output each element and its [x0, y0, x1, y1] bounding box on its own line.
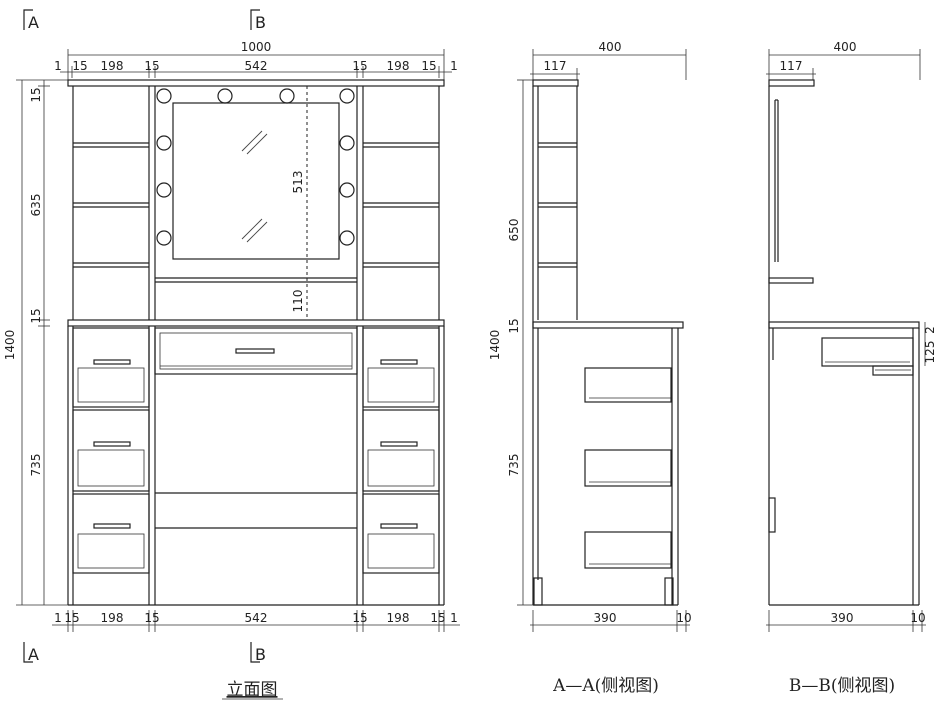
- section-marker-a-top-label: A: [28, 13, 39, 32]
- left-drawers: [72, 327, 150, 574]
- section-b-view: 400 117 2 125 390 10 B—B(侧视图): [766, 40, 937, 696]
- section-b-base-offset-label: 10: [910, 611, 925, 625]
- front-top-seg-6: 15: [352, 59, 367, 73]
- section-marker-a-top: A: [23, 9, 39, 32]
- right-drawers: [362, 327, 440, 574]
- section-b-drawer-gap-label: 2: [923, 326, 937, 334]
- front-view: 1000 1 15 198 15 542 15 198 15 1 1400: [3, 40, 460, 700]
- front-top-seg-3: 198: [101, 59, 124, 73]
- front-bottom-seg-3: 198: [101, 611, 124, 625]
- section-b-drawer-height-label: 125: [923, 341, 937, 364]
- section-marker-b-top: B: [250, 9, 266, 32]
- mirror: [172, 102, 340, 260]
- front-height-seg-2: 635: [29, 194, 43, 217]
- front-bottom-seg-1: 1: [54, 611, 62, 625]
- front-bottom-seg-4: 15: [144, 611, 159, 625]
- front-top-seg-5: 542: [245, 59, 268, 73]
- section-b-depth-label: 400: [834, 40, 857, 54]
- front-top-seg-8: 15: [421, 59, 436, 73]
- front-top-seg-1: 1: [54, 59, 62, 73]
- section-a-base-offset-label: 10: [676, 611, 691, 625]
- section-marker-a-bottom-label: A: [28, 645, 39, 664]
- center-drawer-handle: [235, 348, 275, 354]
- front-view-caption: 立面图: [227, 680, 278, 700]
- front-overall-width-dimension: 1000: [67, 40, 445, 82]
- vanity-front: 513 110: [67, 79, 445, 606]
- front-bottom-seg-6: 15: [352, 611, 367, 625]
- section-a-top-thickness-label: 15: [507, 318, 521, 333]
- front-height-dimensions: 1400 15 635 15 735: [3, 79, 68, 606]
- section-b-hutch-depth-label: 117: [780, 59, 803, 73]
- mirror-glare-icon: [241, 130, 268, 243]
- section-a-upper-height-label: 650: [507, 219, 521, 242]
- front-top-seg-2: 15: [72, 59, 87, 73]
- front-top-segment-dimensions: 1 15 198 15 542 15 198 15 1: [54, 59, 458, 78]
- section-b-caption: B—B(侧视图): [789, 676, 895, 696]
- front-overall-height-label: 1400: [3, 330, 17, 361]
- front-top-seg-9: 1: [450, 59, 458, 73]
- front-top-seg-7: 198: [387, 59, 410, 73]
- section-a-caption: A—A(侧视图): [552, 676, 659, 696]
- front-bottom-segment-dimensions: 1 15 198 15 542 15 198 15 1: [52, 610, 460, 632]
- section-marker-b-top-label: B: [255, 13, 266, 32]
- front-bottom-seg-7: 198: [387, 611, 410, 625]
- front-bottom-seg-2: 15: [64, 611, 79, 625]
- mirror-gap-label: 110: [291, 290, 305, 313]
- section-marker-b-bottom-label: B: [255, 645, 266, 664]
- section-a-total-height-label: 1400: [488, 330, 502, 361]
- front-bottom-seg-9: 1: [450, 611, 458, 625]
- section-b-base-depth-label: 390: [831, 611, 854, 625]
- front-top-seg-4: 15: [144, 59, 159, 73]
- front-height-seg-1: 15: [29, 87, 43, 102]
- front-bottom-seg-8: 15: [430, 611, 445, 625]
- front-bottom-seg-5: 542: [245, 611, 268, 625]
- section-a-depth-label: 400: [599, 40, 622, 54]
- mirror-height-label: 513: [291, 171, 305, 194]
- section-a-view: 400 117 1400 650 15 735: [488, 40, 692, 696]
- front-height-seg-3: 15: [29, 308, 43, 323]
- front-height-seg-4: 735: [29, 454, 43, 477]
- section-marker-a-bottom: A: [23, 642, 39, 664]
- section-a-base-depth-label: 390: [594, 611, 617, 625]
- front-overall-width-label: 1000: [241, 40, 272, 54]
- section-a-hutch-depth-label: 117: [544, 59, 567, 73]
- bulb-icons: [156, 88, 355, 246]
- section-marker-b-bottom: B: [250, 642, 266, 664]
- section-a-lower-height-label: 735: [507, 454, 521, 477]
